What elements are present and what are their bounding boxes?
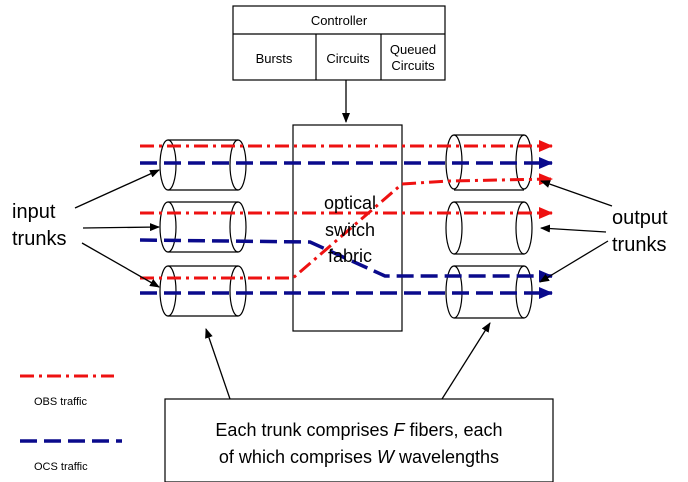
input-trunks-label: input (12, 201, 56, 223)
note-pointer-arrow (205, 328, 231, 400)
legend-ocs-label: OCS traffic (34, 461, 88, 473)
note-line-1: Each trunk comprises F fibers, each (215, 420, 502, 440)
input-trunk-cylinder (159, 265, 247, 317)
output-pointer-arrow (540, 180, 613, 207)
input-pointer-arrow (82, 223, 160, 232)
input-pointer-arrow (74, 169, 160, 209)
switch-fabric-box (292, 124, 403, 332)
svg-text:switch: switch (325, 220, 375, 240)
controller-box: Controller Bursts Circuits Queued Circui… (232, 5, 446, 81)
input-trunks-label-2: trunks (12, 228, 66, 250)
controller-cell-circuits: Circuits (326, 51, 370, 66)
input-trunk-cylinder (159, 201, 247, 253)
controller-cell-queued-circuits: Circuits (391, 58, 435, 73)
fabric-label: optical switch fabric (324, 193, 376, 266)
output-trunks-label-2: trunks (612, 234, 666, 256)
controller-cell-bursts: Bursts (256, 51, 293, 66)
note-pointer-arrow (441, 322, 491, 400)
output-trunks-label: output (612, 207, 668, 229)
output-pointer-arrow (540, 224, 607, 233)
note-line-2: of which comprises W wavelengths (219, 447, 499, 467)
legend: OBS traffic OCS traffic (20, 374, 122, 473)
input-trunk-cylinder (159, 139, 247, 191)
obs-traffic-line (140, 173, 553, 280)
controller-title: Controller (311, 13, 368, 28)
output-pointer-arrow (539, 240, 609, 283)
note-box (164, 398, 554, 482)
ocs-traffic-line (139, 238, 553, 282)
svg-text:fabric: fabric (328, 246, 372, 266)
output-trunk-cylinder (445, 201, 533, 255)
controller-cell-queued: Queued (390, 42, 436, 57)
svg-text:optical: optical (324, 193, 376, 213)
legend-obs-label: OBS traffic (34, 396, 87, 408)
input-pointer-arrow (81, 242, 160, 288)
